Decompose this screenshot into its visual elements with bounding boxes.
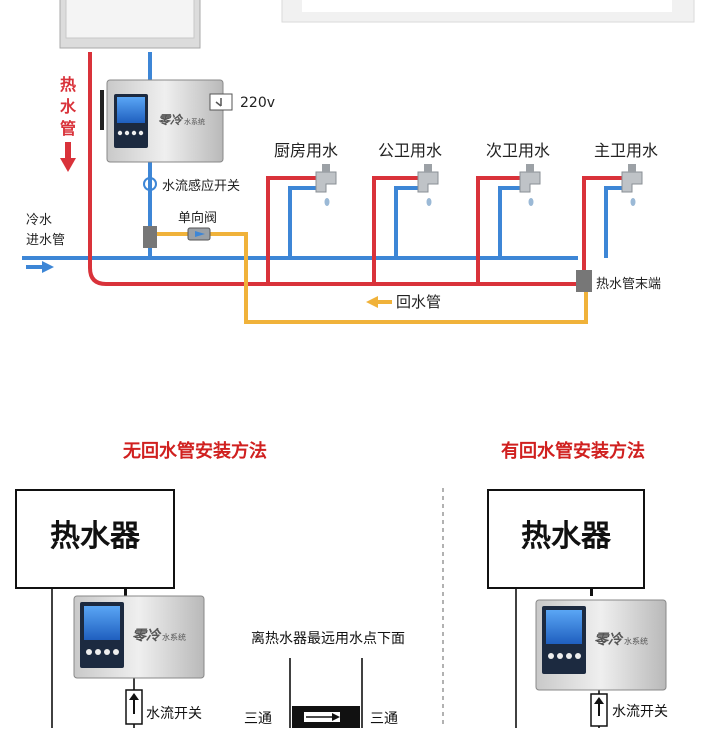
check-valve-icon xyxy=(187,227,211,241)
pipe-end-fitting xyxy=(576,270,592,292)
return-pipe xyxy=(154,232,588,324)
cold-inlet-label-1: 冷水 xyxy=(26,213,52,228)
hot-pipe-label-3: 管 xyxy=(60,119,76,138)
faucet-3-icon xyxy=(519,164,541,206)
device-brand-right: 零冷 xyxy=(594,631,624,648)
water-heater-unit xyxy=(59,0,201,49)
hot-pipe-label-1: 热 xyxy=(60,75,76,94)
flow-switch-right-icon xyxy=(590,693,608,727)
device-brand-left: 零冷 xyxy=(132,627,162,644)
tee-label-left: 三通 xyxy=(244,711,272,727)
power-label: 220v xyxy=(240,95,275,111)
heater-label-right: 热水器 xyxy=(521,519,612,554)
far-point-label: 离热水器最远用水点下面 xyxy=(251,630,405,647)
flow-switch-left-icon xyxy=(125,689,143,725)
far-point-device-icon xyxy=(292,706,360,728)
cold-inlet-label-2: 进水管 xyxy=(26,233,65,248)
pipe-end-label: 热水管末端 xyxy=(596,277,661,292)
flow-sensor-label: 水流感应开关 xyxy=(162,178,240,194)
tee-label-right: 三通 xyxy=(370,711,398,727)
recirculation-device-left: 零冷 水系统 xyxy=(73,588,205,679)
cold-water-pipe xyxy=(22,52,626,260)
faucet-label-public-bath: 公卫用水 xyxy=(378,141,442,160)
far-point-pipes xyxy=(289,658,363,728)
power-symbol-icon xyxy=(143,176,157,191)
faucet-2-icon xyxy=(417,164,439,206)
down-arrow-icon xyxy=(60,142,76,172)
return-pipe-label: 回水管 xyxy=(396,293,441,311)
faucet-label-second-bath: 次卫用水 xyxy=(486,141,550,160)
device-brand-top: 零冷 xyxy=(158,113,184,127)
hot-pipe-label-2: 水 xyxy=(60,97,77,116)
heater-label-left: 热水器 xyxy=(50,519,141,554)
recirculation-device-top: 零冷 水系统 xyxy=(100,79,224,163)
flow-switch-label-right: 水流开关 xyxy=(612,704,668,720)
heater-box-right xyxy=(487,489,645,589)
right-arrow-icon xyxy=(26,261,54,273)
tee-fitting-top xyxy=(143,226,157,248)
recirculation-device-right: 零冷 水系统 xyxy=(535,588,667,691)
faucet-1-icon xyxy=(315,164,337,206)
device-brand-sub-top: 水系统 xyxy=(184,117,205,126)
device-brand-sub-left: 水系统 xyxy=(162,632,186,642)
power-outlet-icon xyxy=(209,93,233,111)
no-return-title: 无回水管安装方法 xyxy=(123,440,267,462)
left-arrow-icon xyxy=(366,296,392,308)
top-right-panel xyxy=(281,0,695,23)
faucet-label-master-bath: 主卫用水 xyxy=(594,141,658,160)
flow-switch-label-left: 水流开关 xyxy=(146,706,202,722)
faucet-4-icon xyxy=(621,164,643,206)
hot-water-pipe xyxy=(88,52,624,286)
check-valve-label: 单向阀 xyxy=(178,210,217,226)
heater-box-left xyxy=(15,489,175,589)
device-brand-sub-right: 水系统 xyxy=(624,636,648,646)
with-return-title: 有回水管安装方法 xyxy=(501,440,645,462)
faucet-label-kitchen: 厨房用水 xyxy=(274,141,338,160)
